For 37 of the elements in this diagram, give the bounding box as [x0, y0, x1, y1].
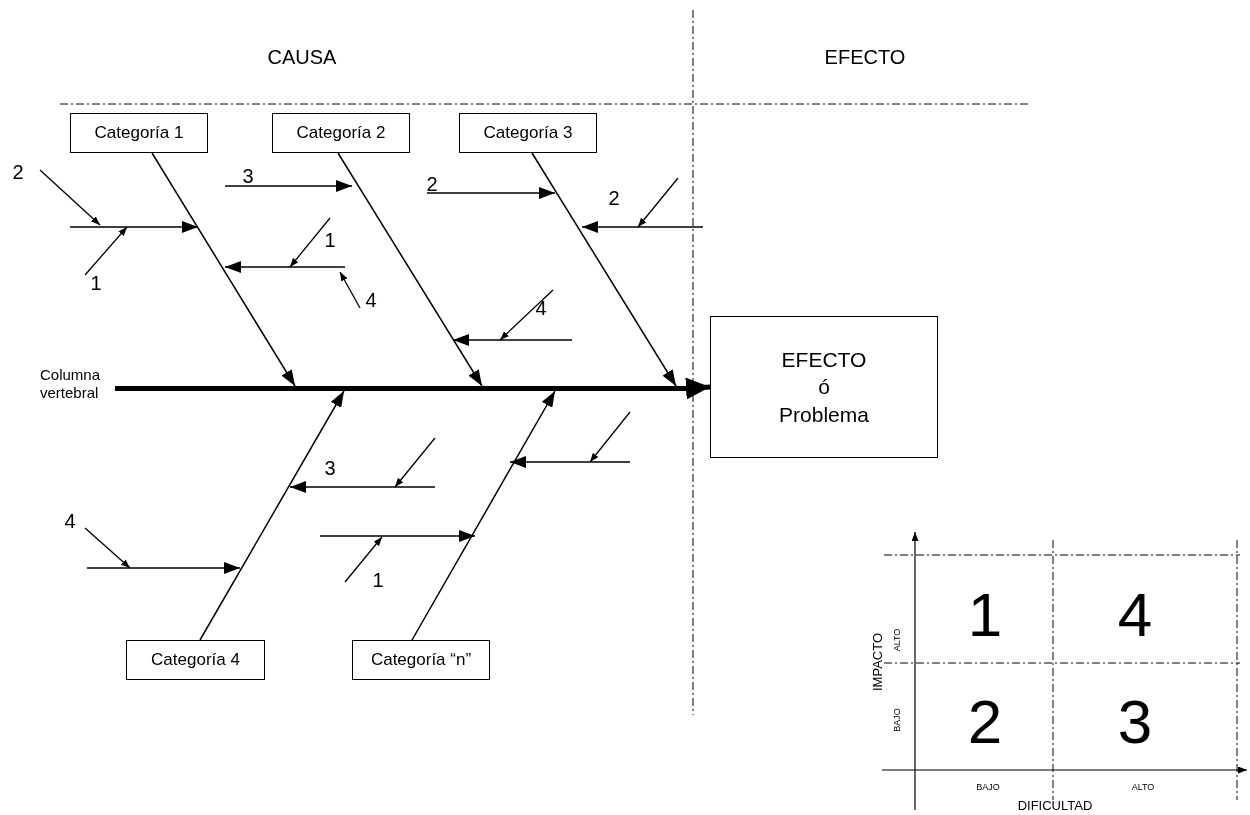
quadrant-number: 4 [1117, 584, 1153, 646]
spine-bar [115, 386, 686, 391]
callout-number: 1 [324, 230, 336, 250]
callout-number: 4 [64, 511, 76, 531]
effect-box: EFECTO ó Problema [710, 316, 938, 458]
callout-number: 3 [242, 166, 254, 186]
axis-value: ALTO [1131, 782, 1155, 792]
category-arrow [151, 152, 296, 387]
spine-label: Columna vertebral [40, 366, 102, 402]
category-arrow [411, 390, 556, 641]
category-arrow [337, 152, 483, 387]
quadrant-number: 1 [967, 584, 1003, 646]
spine-arrow [685, 377, 711, 400]
column-heading: EFECTO [824, 47, 906, 67]
axis-title: IMPACTO [870, 633, 884, 691]
category-box: Categoría “n” [352, 640, 490, 680]
quadrant-number: 2 [967, 691, 1003, 753]
quadrant-number: 3 [1117, 691, 1153, 753]
category-box: Categoría 3 [459, 113, 597, 153]
callout-number: 2 [608, 188, 620, 208]
callout-number: 4 [535, 298, 547, 318]
category-box: Categoría 1 [70, 113, 208, 153]
category-arrow [531, 152, 677, 387]
axis-value: BAJO [892, 708, 902, 732]
callout-number: 4 [365, 290, 377, 310]
callout-number: 3 [324, 458, 336, 478]
callout-number: 2 [12, 162, 24, 182]
callout-number: 2 [426, 174, 438, 194]
callout-number: 1 [90, 273, 102, 293]
category-box: Categoría 2 [272, 113, 410, 153]
axis-value: ALTO [892, 628, 902, 652]
category-box: Categoría 4 [126, 640, 265, 680]
callout-number: 1 [372, 570, 384, 590]
axis-title: DIFICULTAD [1017, 798, 1093, 812]
category-arrow [199, 390, 345, 641]
column-heading: CAUSA [267, 47, 337, 67]
axis-value: BAJO [976, 782, 1000, 792]
